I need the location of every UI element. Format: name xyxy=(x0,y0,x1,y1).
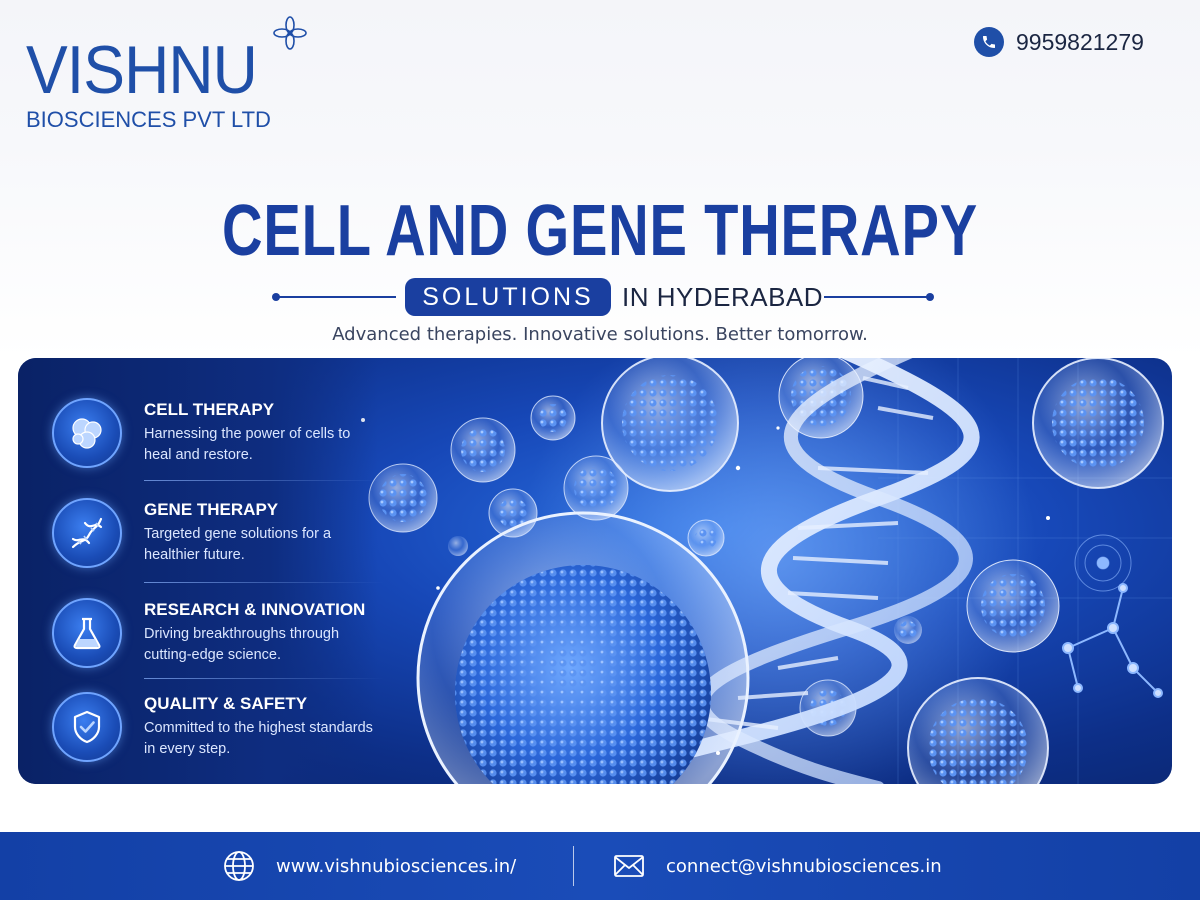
subheading-dot-left xyxy=(272,293,280,301)
subheading: SOLUTIONS IN HYDERABAD xyxy=(272,278,934,316)
phone-number: 9959821279 xyxy=(1016,28,1144,55)
footer-divider xyxy=(573,846,574,886)
mail-icon xyxy=(614,855,644,877)
cells-dna-illustration xyxy=(361,358,1172,784)
feature-description: Targeted gene solutions for a healthier … xyxy=(144,526,332,563)
globe-icon xyxy=(224,851,254,881)
tagline: Advanced therapies. Innovative solutions… xyxy=(332,324,868,345)
website-url: www.vishnubiosciences.in/ xyxy=(276,855,517,877)
feature-divider xyxy=(144,582,384,583)
hero-banner: CELL THERAPY Harnessing the power of cel… xyxy=(18,358,1172,784)
dna-icon xyxy=(52,498,122,568)
feature-description: Driving breakthroughs through cutting-ed… xyxy=(144,626,340,663)
brand-subtitle: BIOSCIENCES PVT LTD xyxy=(26,107,271,132)
feature-title: RESEARCH & INNOVATION xyxy=(144,600,366,619)
feature-quality-safety: QUALITY & SAFETY Committed to the highes… xyxy=(52,684,373,774)
flask-icon xyxy=(52,598,122,668)
feature-research-innovation: RESEARCH & INNOVATION Driving breakthrou… xyxy=(52,590,372,680)
feature-description: Harnessing the power of cells to heal an… xyxy=(144,426,351,463)
feature-divider xyxy=(144,678,384,679)
feature-title: QUALITY & SAFETY xyxy=(144,694,308,713)
subheading-line-right xyxy=(824,296,928,298)
subheading-dot-right xyxy=(926,293,934,301)
feature-title: CELL THERAPY xyxy=(144,400,275,419)
page-title: CELL AND GENE THERAPY xyxy=(222,191,978,271)
email-address: connect@vishnubiosciences.in xyxy=(666,855,942,877)
shield-check-icon xyxy=(52,692,122,762)
cells-icon xyxy=(52,398,122,468)
brand-name: VISHNU xyxy=(26,32,258,108)
feature-divider xyxy=(144,480,384,481)
subheading-line-left xyxy=(278,296,396,298)
solutions-pill: SOLUTIONS xyxy=(405,278,611,316)
footer-bar: www.vishnubiosciences.in/ connect@vishnu… xyxy=(0,832,1200,900)
brand-logo[interactable]: VISHNU BIOSCIENCES PVT LTD xyxy=(26,14,307,132)
email-link[interactable]: connect@vishnubiosciences.in xyxy=(614,832,942,900)
website-link[interactable]: www.vishnubiosciences.in/ xyxy=(222,832,516,900)
feature-gene-therapy: GENE THERAPY Targeted gene solutions for… xyxy=(52,490,372,580)
feature-cell-therapy: CELL THERAPY Harnessing the power of cel… xyxy=(52,390,372,480)
phone-contact[interactable]: 9959821279 xyxy=(974,26,1144,58)
location-text: IN HYDERABAD xyxy=(622,282,824,312)
phone-icon xyxy=(974,27,1004,57)
feature-description: Committed to the highest standards in ev… xyxy=(144,720,373,757)
feature-title: GENE THERAPY xyxy=(144,500,279,519)
flower-icon xyxy=(273,16,307,50)
